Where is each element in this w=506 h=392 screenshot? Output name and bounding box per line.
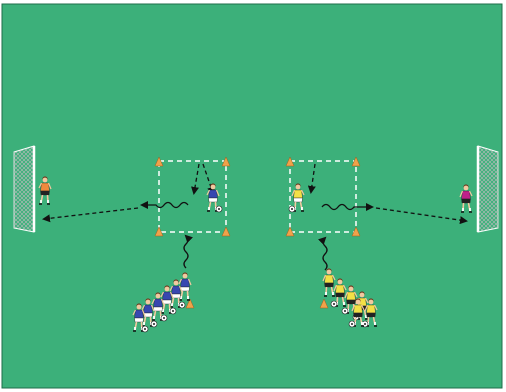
- pitch-grass: [2, 4, 502, 388]
- soccer-ball-icon: [151, 321, 157, 327]
- soccer-ball-icon: [342, 308, 348, 314]
- right-goal-icon: [478, 146, 498, 232]
- soccer-ball-icon: [142, 326, 148, 332]
- soccer-ball-icon: [170, 308, 176, 314]
- soccer-ball-icon: [331, 301, 337, 307]
- soccer-ball-icon: [289, 206, 295, 212]
- soccer-ball-icon: [216, 206, 222, 212]
- left-goal-icon: [14, 146, 34, 232]
- soccer-ball-icon: [349, 321, 355, 327]
- soccer-ball-icon: [179, 302, 185, 308]
- soccer-ball-icon: [161, 315, 167, 321]
